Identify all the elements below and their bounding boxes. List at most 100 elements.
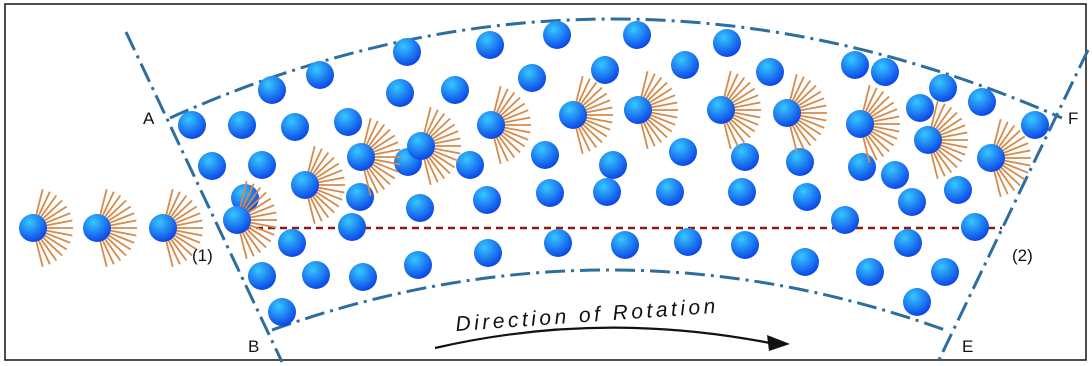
trail-line	[364, 120, 379, 148]
particle	[968, 88, 996, 116]
trail-line	[422, 106, 432, 136]
particle	[258, 76, 286, 104]
particle	[406, 194, 434, 222]
trail-line	[1000, 142, 1029, 155]
trail-line	[308, 148, 323, 176]
trail-line	[242, 186, 262, 212]
trail-line	[492, 135, 502, 165]
trail-line	[578, 123, 598, 149]
trail-line	[576, 78, 591, 106]
trail-line	[867, 130, 890, 153]
particle-with-trail	[422, 106, 461, 186]
outer-arc-boundary	[169, 17, 1063, 120]
trail-line	[935, 111, 958, 134]
particle-with-trail	[164, 188, 203, 268]
trail-line	[247, 221, 277, 229]
particle	[831, 206, 859, 234]
particle	[393, 38, 421, 66]
trail-line	[581, 120, 608, 138]
tracked-particle	[707, 96, 735, 124]
particle	[248, 151, 276, 179]
trail-line	[308, 194, 323, 222]
trail-line	[368, 128, 391, 151]
particle-with-trail	[639, 70, 678, 150]
trail-line	[428, 152, 451, 175]
trail-line	[100, 191, 115, 219]
trail-line	[868, 101, 895, 119]
trail-line	[794, 84, 817, 107]
trail-line	[34, 238, 44, 268]
particle-with-trail	[238, 180, 277, 260]
rotation-arrow	[434, 326, 771, 350]
trail-line	[368, 163, 391, 186]
trail-line	[424, 155, 439, 183]
trail-line	[639, 70, 649, 100]
trail-line	[41, 233, 68, 251]
particle-with-trail	[98, 188, 137, 268]
trail-line	[428, 117, 451, 140]
particle-with-trail	[722, 70, 761, 150]
particle	[338, 213, 366, 241]
trail-line	[170, 234, 193, 257]
trail-line	[369, 162, 396, 180]
trail-line	[313, 190, 340, 208]
entry-boundary-line	[124, 31, 284, 363]
trail-line	[422, 156, 432, 186]
trail-line	[40, 234, 63, 257]
trail-line	[992, 168, 1002, 198]
trail-line	[788, 73, 798, 103]
trail-line	[166, 237, 181, 265]
trail-line	[106, 212, 135, 225]
trail-line	[362, 117, 372, 147]
trail-line	[730, 94, 759, 107]
particle-field	[19, 21, 1049, 326]
trail-line	[796, 116, 825, 129]
particle	[929, 74, 957, 102]
tracked-particle	[559, 101, 587, 129]
trail-line	[430, 130, 459, 143]
trail-line	[790, 76, 805, 104]
label-entry-point: (1)	[192, 246, 213, 265]
trail-line	[369, 134, 396, 152]
particle	[536, 179, 564, 207]
particle	[906, 94, 934, 122]
trail-line	[315, 176, 345, 184]
trail-line	[731, 101, 761, 109]
tracked-particle	[407, 132, 435, 160]
trail-line	[244, 191, 267, 214]
label-exit-point: (2)	[1012, 246, 1033, 265]
particle	[281, 113, 309, 141]
rotation-arrowhead	[767, 335, 790, 351]
trail-line	[364, 166, 379, 194]
trail-line	[729, 115, 756, 133]
trail-line	[240, 229, 255, 257]
trail-line	[728, 81, 751, 104]
trail-line	[648, 101, 678, 109]
trail-line	[726, 76, 746, 102]
trail-line	[578, 81, 598, 107]
trail-line	[34, 188, 44, 218]
trail-line	[992, 118, 1002, 148]
particle	[944, 176, 972, 204]
trail-line	[494, 134, 509, 162]
particle-with-trail	[929, 100, 968, 180]
particle	[674, 228, 702, 256]
trail-line	[106, 231, 135, 244]
particle	[671, 51, 699, 79]
particle	[198, 152, 226, 180]
trail-line	[870, 115, 900, 123]
label-e: E	[962, 337, 973, 356]
trail-line	[792, 79, 812, 105]
particle	[334, 108, 362, 136]
trail-line	[168, 236, 188, 262]
particle-with-trail	[788, 73, 827, 153]
tracked-particle	[914, 126, 942, 154]
trail-line	[929, 150, 939, 180]
particle	[599, 151, 627, 179]
particle	[476, 31, 504, 59]
tracked-particle	[846, 110, 874, 138]
trail-line	[722, 120, 732, 150]
trail-line	[581, 92, 608, 110]
particle	[881, 161, 909, 189]
particle	[248, 262, 276, 290]
